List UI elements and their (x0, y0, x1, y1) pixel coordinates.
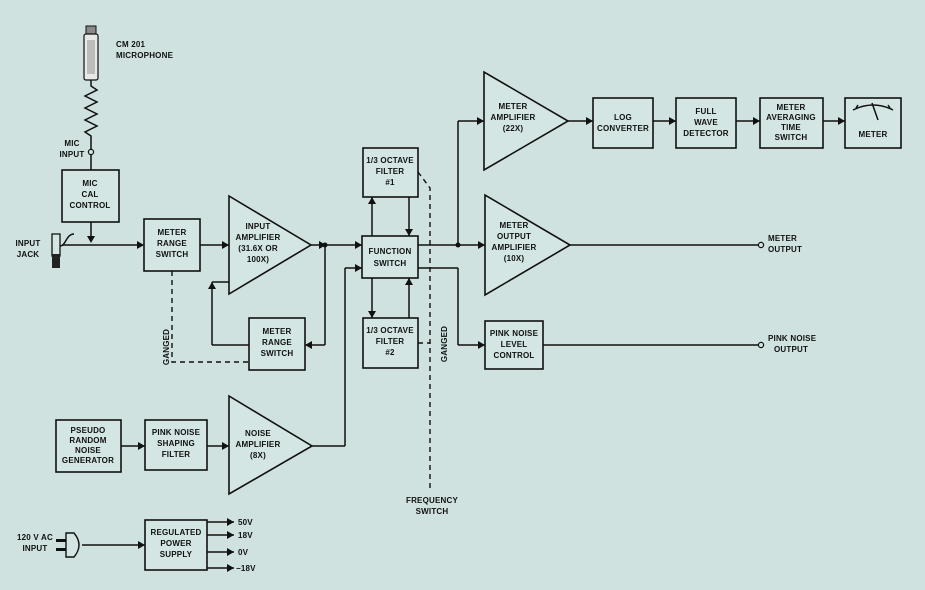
pseudo-label-3: NOISE (75, 446, 101, 455)
pseudo-label-4: GENERATOR (62, 456, 114, 465)
meter-range-1-label-1: METER (158, 228, 187, 237)
pink-level-label-1: PINK NOISE (490, 329, 539, 338)
meter-range-2-label-3: SWITCH (261, 349, 294, 358)
pseudo-random-generator-block (55, 419, 122, 473)
full-wave-label-3: DETECTOR (683, 129, 728, 138)
meter-range-2-label-2: RANGE (262, 338, 292, 347)
meter-range-2-label-1: METER (263, 327, 292, 336)
averaging-label-2: AVERAGING (766, 113, 816, 122)
ganged-label-1: GANGED (162, 329, 171, 365)
meter-range-switch-2-block (248, 317, 306, 371)
octave-filter-2-block (362, 317, 419, 369)
noise-amplifier-block (228, 394, 314, 496)
log-conv-label-2: CONVERTER (597, 124, 649, 133)
pseudo-label-2: RANDOM (69, 436, 106, 445)
ac-input-label-1: 120 V AC (17, 533, 53, 542)
octave-filter-1-block (362, 147, 419, 198)
input-jack-label-2: JACK (17, 250, 40, 259)
noise-amp-label-3: (8X) (250, 451, 266, 460)
noise-amp-label-1: NOISE (245, 429, 271, 438)
meter-output-amp-label-3: AMPLIFIER (492, 243, 537, 252)
power-supply-label-3: SUPPLY (160, 550, 193, 559)
input-amp-label-2: AMPLIFIER (236, 233, 281, 242)
microphone-icon (83, 25, 99, 156)
filter2-label-3: #2 (385, 348, 395, 357)
pink-shaping-label-1: PINK NOISE (152, 428, 201, 437)
filter1-label-3: #1 (385, 178, 395, 187)
meter-output-label-1: METER (768, 234, 797, 243)
log-conv-label-1: LOG (614, 113, 632, 122)
microphone-label-2: MICROPHONE (116, 51, 174, 60)
mic-cal-label-1: MIC (82, 179, 97, 188)
meter-amp-label-1: METER (499, 102, 528, 111)
frequency-switch-label-1: FREQUENCY (406, 496, 458, 505)
meter-output-amplifier-block (484, 193, 572, 297)
voltage-50v: 50V (238, 518, 253, 527)
mic-input-label-1: MIC (64, 139, 79, 148)
voltage-minus-18v: −18V (236, 564, 256, 573)
function-switch-label-2: SWITCH (374, 259, 407, 268)
input-amplifier-block (228, 194, 313, 296)
full-wave-label-2: WAVE (694, 118, 718, 127)
filter2-label-1: 1/3 OCTAVE (366, 326, 414, 335)
meter-amp-label-2: AMPLIFIER (491, 113, 536, 122)
voltage-18v: 18V (238, 531, 253, 540)
meter-averaging-switch-block (759, 97, 824, 149)
pink-output-label-2: OUTPUT (774, 345, 808, 354)
full-wave-detector-block (675, 97, 737, 149)
filter1-label-1: 1/3 OCTAVE (366, 156, 414, 165)
pink-level-label-2: LEVEL (501, 340, 528, 349)
ac-input-label-2: INPUT (23, 544, 48, 553)
averaging-label-1: METER (777, 103, 806, 112)
pink-noise-level-block (484, 320, 544, 370)
power-supply-label-1: REGULATED (151, 528, 202, 537)
meter-amplifier-block (483, 70, 570, 172)
mic-cal-label-2: CAL (81, 190, 98, 199)
pink-noise-shaping-filter-block (144, 419, 208, 471)
pink-output-terminal-icon (757, 341, 765, 349)
regulated-power-supply-block (144, 519, 208, 571)
microphone-label-1: CM 201 (116, 40, 146, 49)
filter1-label-2: FILTER (376, 167, 405, 176)
pink-output-label-1: PINK NOISE (768, 334, 817, 343)
noise-amp-label-2: AMPLIFIER (236, 440, 281, 449)
meter-amp-label-3: (22X) (503, 124, 524, 133)
input-amp-label-3: (31.6X OR (238, 244, 278, 253)
pink-level-label-3: CONTROL (494, 351, 535, 360)
pink-shaping-label-3: FILTER (162, 450, 191, 459)
meter-output-label-2: OUTPUT (768, 245, 802, 254)
input-jack-label-1: INPUT (16, 239, 41, 248)
ganged-label-2: GANGED (440, 326, 449, 362)
averaging-label-3: TIME (781, 123, 801, 132)
averaging-label-4: SWITCH (775, 133, 808, 142)
function-switch-label-1: FUNCTION (369, 247, 412, 256)
voltage-0v: 0V (238, 548, 249, 557)
meter-range-1-label-3: SWITCH (156, 250, 189, 259)
function-switch-block (361, 235, 419, 279)
input-jack-icon (51, 233, 75, 268)
mic-input-label-2: INPUT (60, 150, 85, 159)
power-supply-label-2: POWER (160, 539, 191, 548)
meter-output-terminal-icon (757, 241, 765, 249)
input-amp-label-1: INPUT (246, 222, 271, 231)
meter-output-amp-label-4: (10X) (504, 254, 525, 263)
input-amp-label-4: 100X) (247, 255, 269, 264)
frequency-switch-label-2: SWITCH (416, 507, 449, 516)
full-wave-label-1: FULL (695, 107, 716, 116)
meter-dial-icon (852, 102, 894, 121)
meter-output-amp-label-1: METER (500, 221, 529, 230)
mic-cal-control-block (61, 169, 120, 223)
meter-block (844, 97, 902, 149)
ac-plug-icon (56, 532, 80, 558)
pseudo-label-1: PSEUDO (71, 426, 106, 435)
mic-cal-label-3: CONTROL (70, 201, 111, 210)
log-converter-block (592, 97, 654, 149)
meter-output-amp-label-2: OUTPUT (497, 232, 531, 241)
filter2-label-2: FILTER (376, 337, 405, 346)
meter-range-1-label-2: RANGE (157, 239, 187, 248)
meter-label: METER (859, 130, 888, 139)
pink-shaping-label-2: SHAPING (157, 439, 195, 448)
